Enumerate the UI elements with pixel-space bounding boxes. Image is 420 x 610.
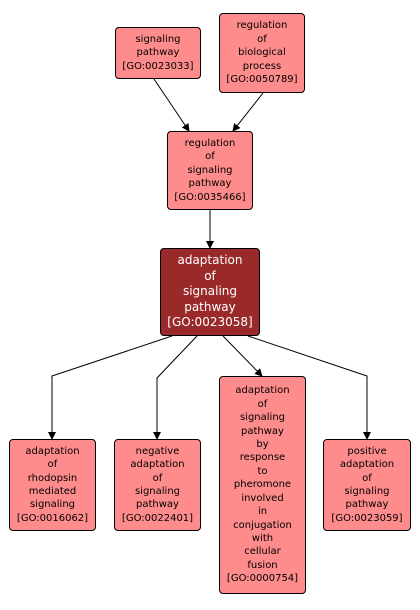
node-go-0000754-adaptation-by-response-to-pheromone[interactable]: adaptation of signaling pathway by respo… (219, 376, 306, 594)
edge-regulation-of-biological-process-to-regulation-of-signaling-pathway (232, 92, 264, 132)
node-go-0022401-negative-adaptation-of-signaling-pathway[interactable]: negative adaptation of signaling pathway… (114, 439, 201, 531)
node-go-0035466-regulation-of-signaling-pathway[interactable]: regulation of signaling pathway [GO:0035… (167, 131, 253, 210)
node-label: regulation of biological process [GO:005… (226, 20, 298, 86)
node-label: adaptation of signaling pathway by respo… (226, 385, 299, 585)
node-label: signaling pathway [GO:0023033] (122, 33, 194, 72)
node-label: adaptation of rhodopsin mediated signali… (16, 445, 89, 524)
node-label: adaptation of signaling pathway [GO:0023… (167, 253, 253, 330)
node-go-0050789-regulation-of-biological-process[interactable]: regulation of biological process [GO:005… (219, 13, 305, 93)
edge-adaptation-of-signaling-pathway-to-pheromone-conjugation (222, 335, 263, 377)
edge-adaptation-of-signaling-pathway-to-rhodopsin-mediated (48, 335, 173, 440)
node-go-0023058-adaptation-of-signaling-pathway[interactable]: adaptation of signaling pathway [GO:0023… (160, 248, 260, 336)
edge-signaling-pathway-to-regulation-of-signaling-pathway (153, 78, 190, 132)
node-go-0023033-signaling-pathway[interactable]: signaling pathway [GO:0023033] (115, 27, 201, 79)
node-label: negative adaptation of signaling pathway… (121, 445, 194, 524)
node-label: positive adaptation of signaling pathway… (331, 445, 403, 524)
edge-adaptation-of-signaling-pathway-to-negative-adaptation (153, 335, 198, 440)
node-go-0016062-adaptation-of-rhodopsin-mediated-signaling[interactable]: adaptation of rhodopsin mediated signali… (9, 439, 96, 531)
node-go-0023059-positive-adaptation-of-signaling-pathway[interactable]: positive adaptation of signaling pathway… (323, 439, 411, 531)
edge-adaptation-of-signaling-pathway-to-positive-adaptation (247, 335, 371, 440)
node-label: regulation of signaling pathway [GO:0035… (174, 137, 246, 203)
